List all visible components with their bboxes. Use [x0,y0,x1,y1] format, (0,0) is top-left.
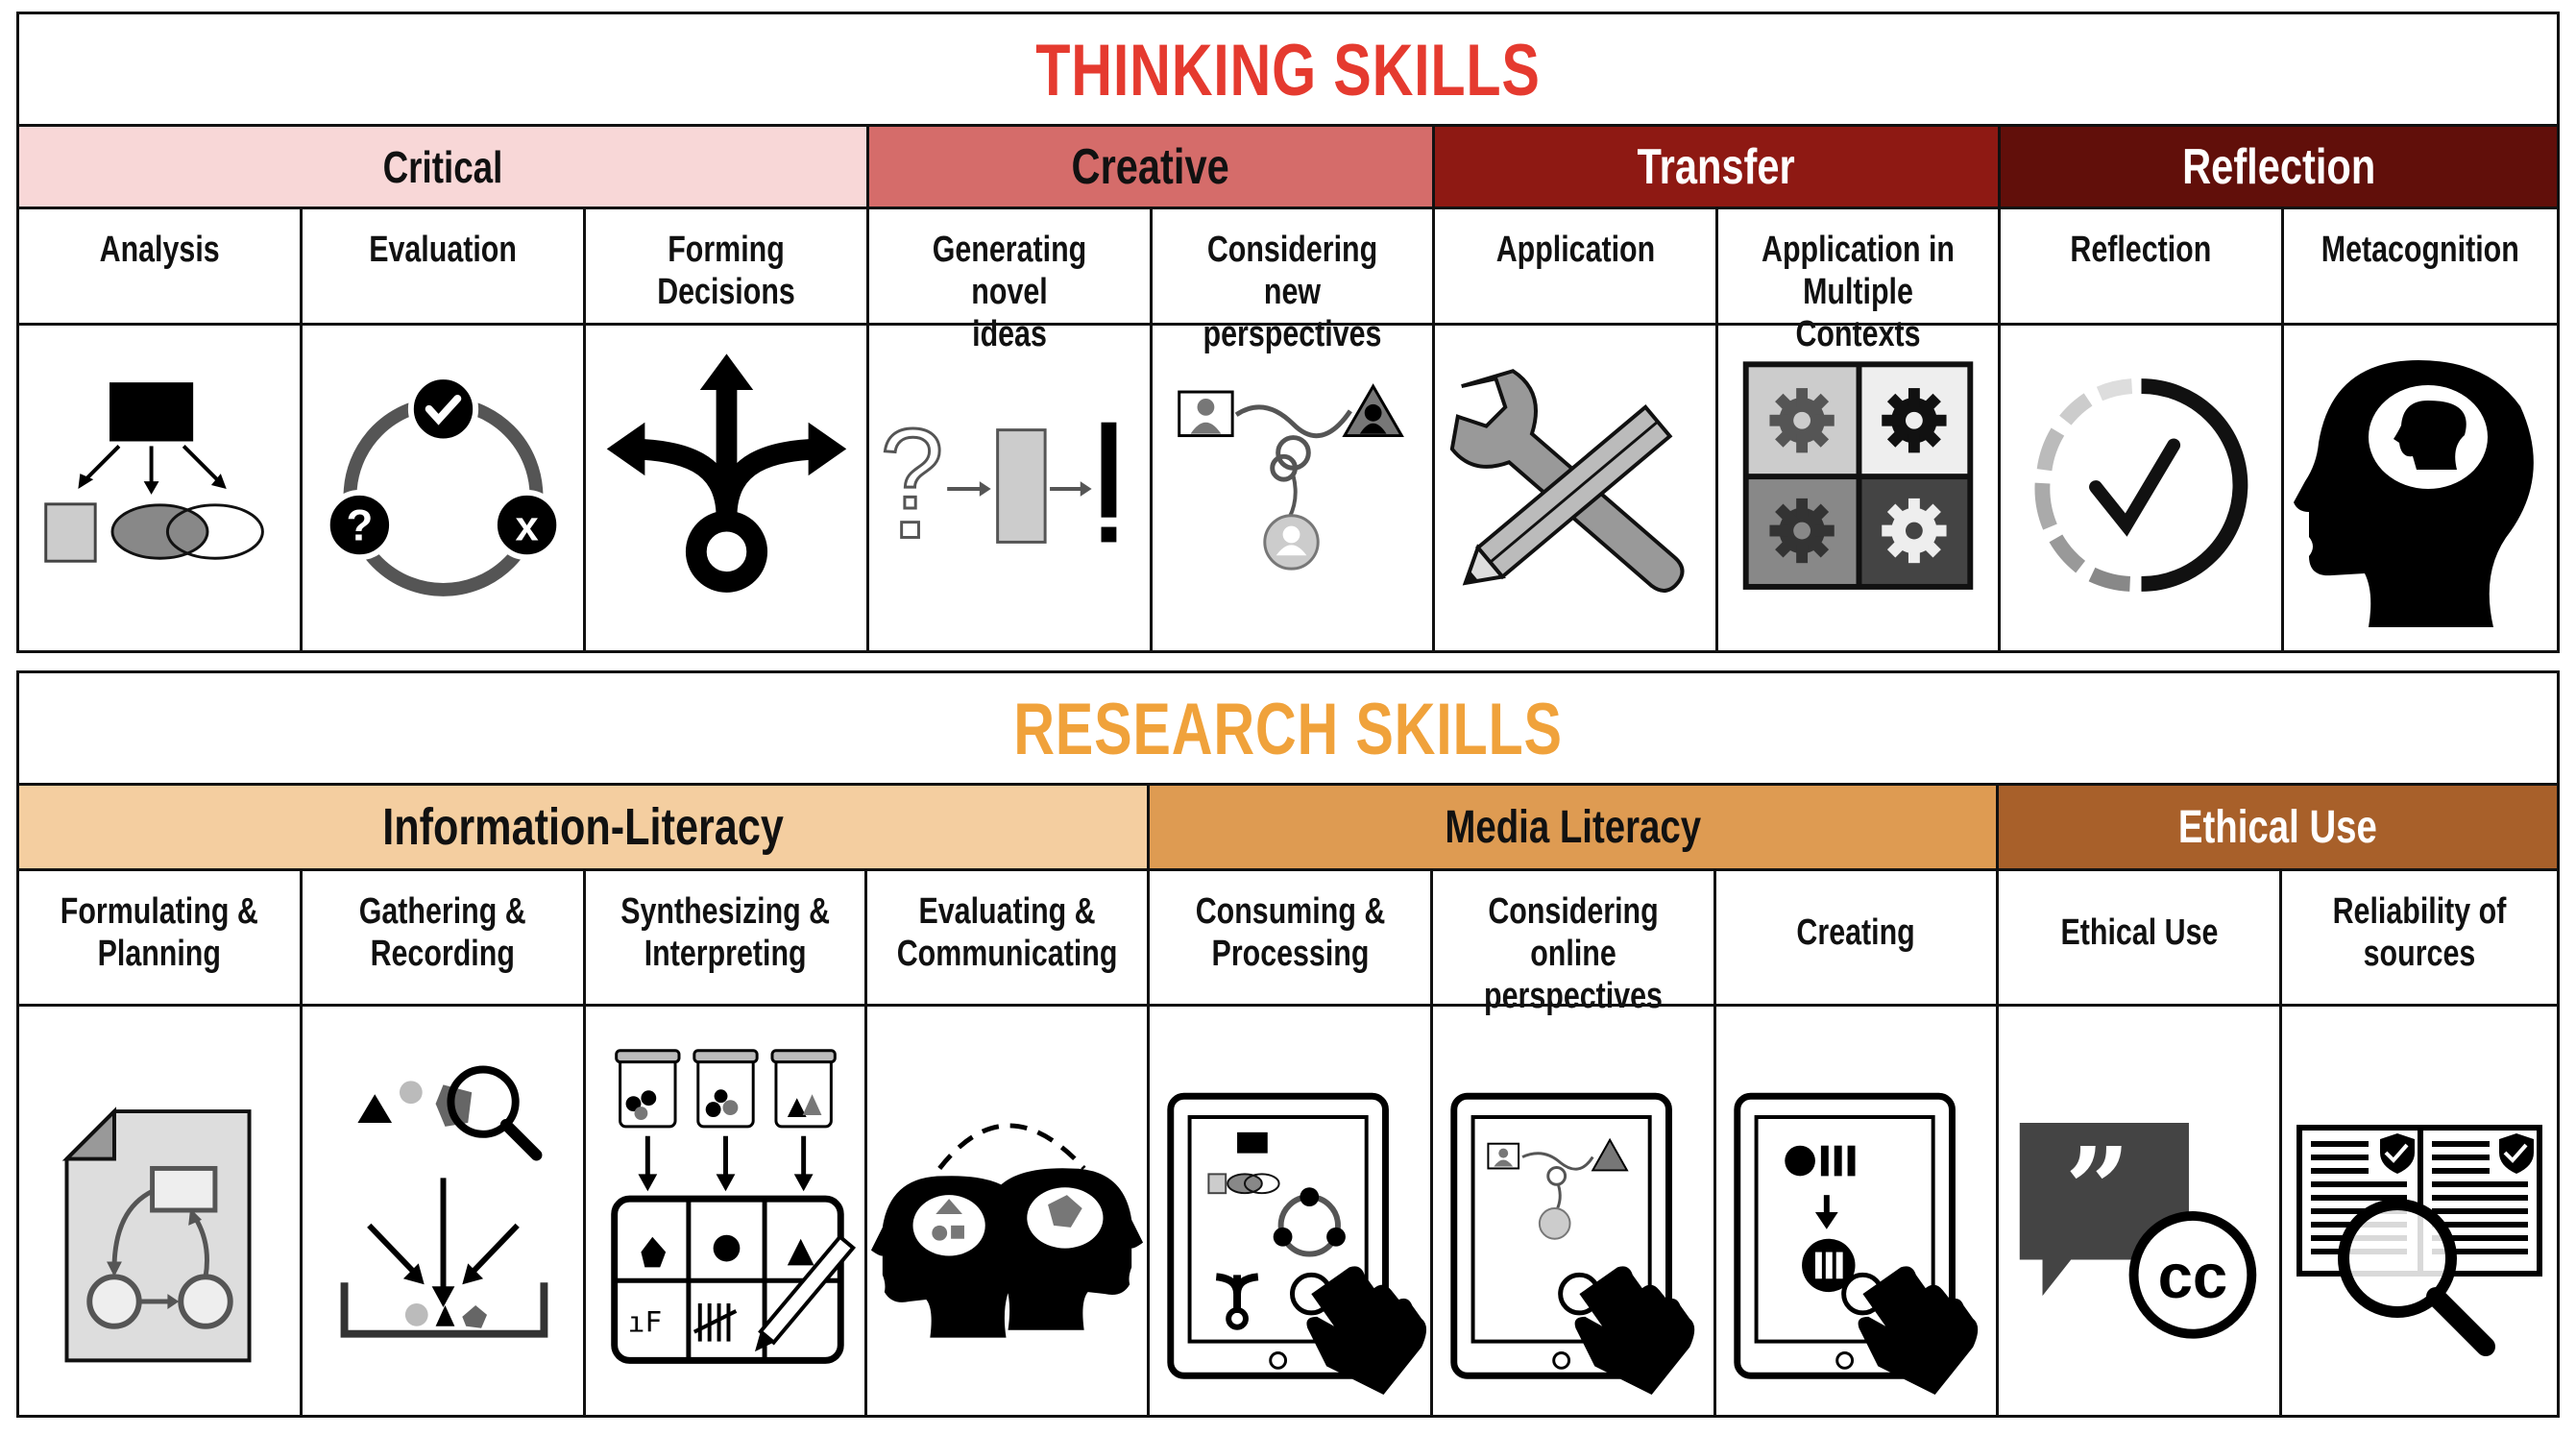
skill-formulating-planning: Formulating & Planning [19,871,303,1004]
skill-considering-new-perspectives: Considering new perspectives [1153,209,1435,354]
category-reflection: Reflection [2001,127,2557,207]
wrench-pencil-icon [1435,326,1718,650]
magnify-documents-icon [2282,1007,2557,1415]
thinking-skills-title: THINKING SKILLS [1035,29,1541,111]
category-creative: Creative [869,127,1435,207]
skill-reflection: Reflection [2001,209,2284,323]
tablet-create-icon [1716,1007,1999,1415]
skill-reliability-of-sources: Reliability of sources [2332,891,2507,974]
category-critical: Critical [19,127,869,207]
tablet-consume-icon [1150,1007,1433,1415]
gears-grid-icon [1718,326,2001,650]
skill-application: Application [1435,209,1718,323]
thinking-skills-panel: THINKING SKILLS Critical Creative Transf… [16,12,2560,653]
research-skills-title: RESEARCH SKILLS [1013,688,1563,770]
two-heads-icon [867,1007,1150,1415]
evaluation-icon: ? x [303,326,586,650]
decision-arrows-icon [586,326,869,650]
quote-cc-icon: ” cc [1999,1007,2282,1415]
category-ethical-use: Ethical Use [1999,786,2557,868]
skill-evaluation: Evaluation [303,209,586,323]
gathering-icon [303,1007,586,1415]
skill-ethical-use: Ethical Use [1999,871,2282,1004]
skill-forming-decisions: Forming Decisions [586,209,869,323]
skill-creating: Creating [1716,871,1999,1004]
svg-text:cc: cc [2158,1241,2228,1311]
category-information-literacy: Information-Literacy [19,786,1150,868]
head-brain-icon [2284,326,2557,650]
svg-text:x: x [515,503,538,549]
skill-application-multiple-contexts: Application in Multiple Contexts [1718,209,2001,354]
category-media-literacy: Media Literacy [1150,786,1999,868]
perspectives-icon [1153,326,1435,650]
svg-text:ıF: ıF [628,1306,663,1340]
synthesis-grid-icon: ıF [586,1007,867,1415]
plan-document-icon [19,1007,303,1415]
skill-metacognition: Metacognition [2321,230,2520,270]
svg-text:”: ” [2065,1123,2130,1257]
idea-generation-icon: ? [869,326,1153,650]
skill-considering-online-perspectives: Considering online perspectives [1433,871,1716,1016]
research-skills-panel: RESEARCH SKILLS Information-Literacy Med… [16,670,2560,1418]
tablet-perspectives-icon [1433,1007,1716,1415]
skill-analysis: Analysis [19,209,303,323]
skill-consuming-processing: Consuming & Processing [1150,871,1433,1004]
category-transfer: Transfer [1435,127,2001,207]
svg-text:?: ? [346,500,373,549]
svg-text:?: ? [881,405,944,533]
skill-gathering-recording: Gathering & Recording [303,871,586,1004]
skill-synthesizing-interpreting: Synthesizing & Interpreting [586,871,867,1004]
analysis-icon [19,326,303,650]
skill-evaluating-communicating: Evaluating & Communicating [867,871,1150,1004]
skill-generating-novel-ideas: Generating novel ideas [869,209,1153,354]
progress-check-icon [2001,326,2284,650]
